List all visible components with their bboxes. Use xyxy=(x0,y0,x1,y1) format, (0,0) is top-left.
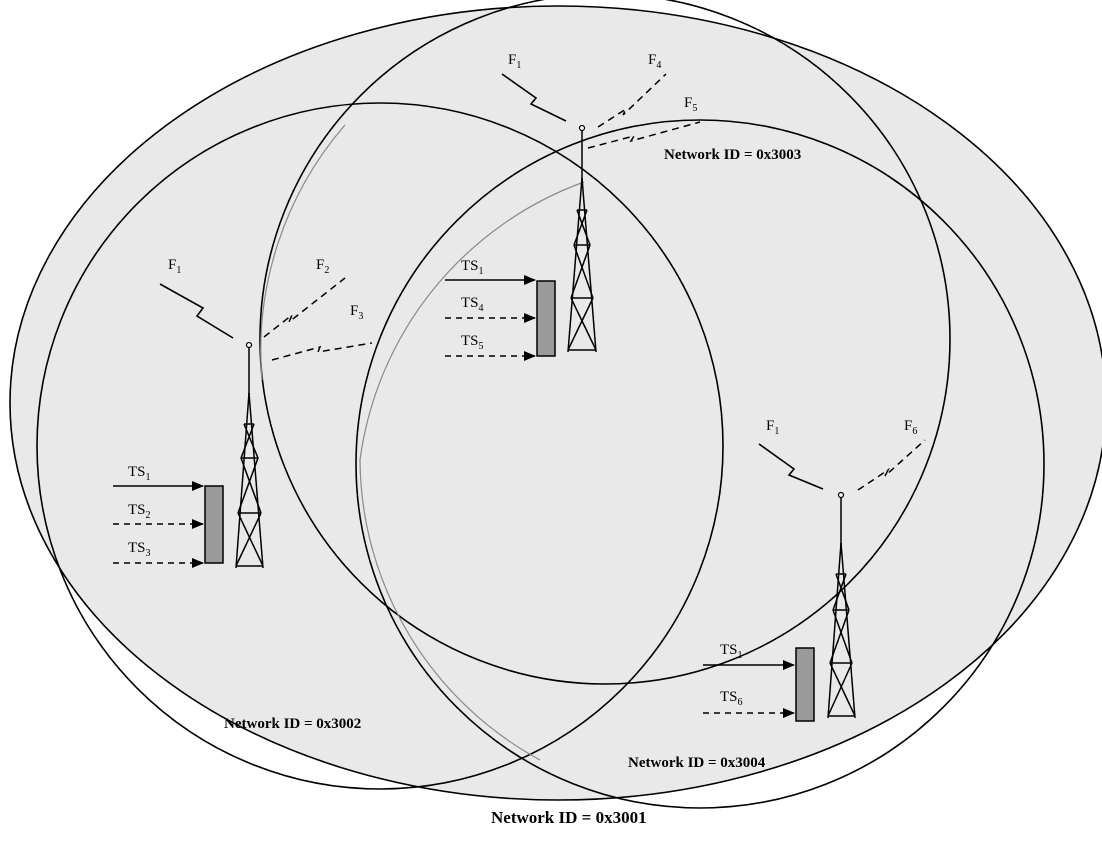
freq-label-1: F1 xyxy=(766,418,779,437)
freq-label-1: F1 xyxy=(508,52,521,71)
ts-label-1: TS1 xyxy=(128,464,151,483)
ts-label-5: TS5 xyxy=(461,333,484,352)
ts-label-3: TS3 xyxy=(128,540,151,559)
signal-solid-zigzag xyxy=(501,73,567,122)
tower-top: F1 F4 F5 TS1 TS4 TS5 xyxy=(445,52,701,361)
overlap-arc-top xyxy=(260,124,346,381)
ts-label-1: TS1 xyxy=(720,642,743,661)
freq-label-6: F6 xyxy=(904,418,917,437)
network-area-left xyxy=(36,102,724,790)
tower-left: F1 F2 F3 TS1 TS2 TS3 xyxy=(113,257,373,569)
antenna-tip xyxy=(837,491,845,499)
signal-dashed-zigzag xyxy=(263,277,346,338)
freq-label-5: F5 xyxy=(684,95,697,114)
ts-label-6: TS6 xyxy=(720,689,743,708)
freq-label-1: F1 xyxy=(168,257,181,276)
antenna-tip xyxy=(578,124,586,132)
lattice-tower xyxy=(235,392,264,569)
ts-label-2: TS2 xyxy=(128,502,151,521)
lattice-tower xyxy=(567,177,597,353)
lattice-tower xyxy=(827,542,856,719)
ts-label-4: TS4 xyxy=(461,295,484,314)
signal-dashed-zigzag xyxy=(271,342,373,361)
network-area-right xyxy=(355,119,1045,809)
signal-solid-zigzag xyxy=(758,443,824,490)
signal-solid-zigzag xyxy=(159,283,234,339)
signal-dashed-zigzag xyxy=(587,121,701,149)
network-label-outer: Network ID = 0x3001 xyxy=(491,808,647,827)
network-area-top xyxy=(259,0,951,685)
multiplexer-box xyxy=(536,280,556,357)
signal-dashed-zigzag xyxy=(597,73,667,128)
freq-label-3: F3 xyxy=(350,303,363,322)
ts-label-1: TS1 xyxy=(461,258,484,277)
network-label-top: Network ID = 0x3003 xyxy=(664,147,801,163)
signal-dashed-zigzag xyxy=(857,439,926,491)
multiplexer-box xyxy=(204,485,224,564)
network-label-right: Network ID = 0x3004 xyxy=(628,755,766,771)
tower-right: F1 F6 TS1 TS6 xyxy=(703,418,926,722)
overlap-arc-right xyxy=(359,181,585,761)
multiplexer-box xyxy=(795,647,815,722)
network-label-left: Network ID = 0x3002 xyxy=(224,716,361,732)
freq-label-2: F2 xyxy=(316,257,329,276)
antenna-tip xyxy=(245,341,253,349)
freq-label-4: F4 xyxy=(648,52,661,71)
